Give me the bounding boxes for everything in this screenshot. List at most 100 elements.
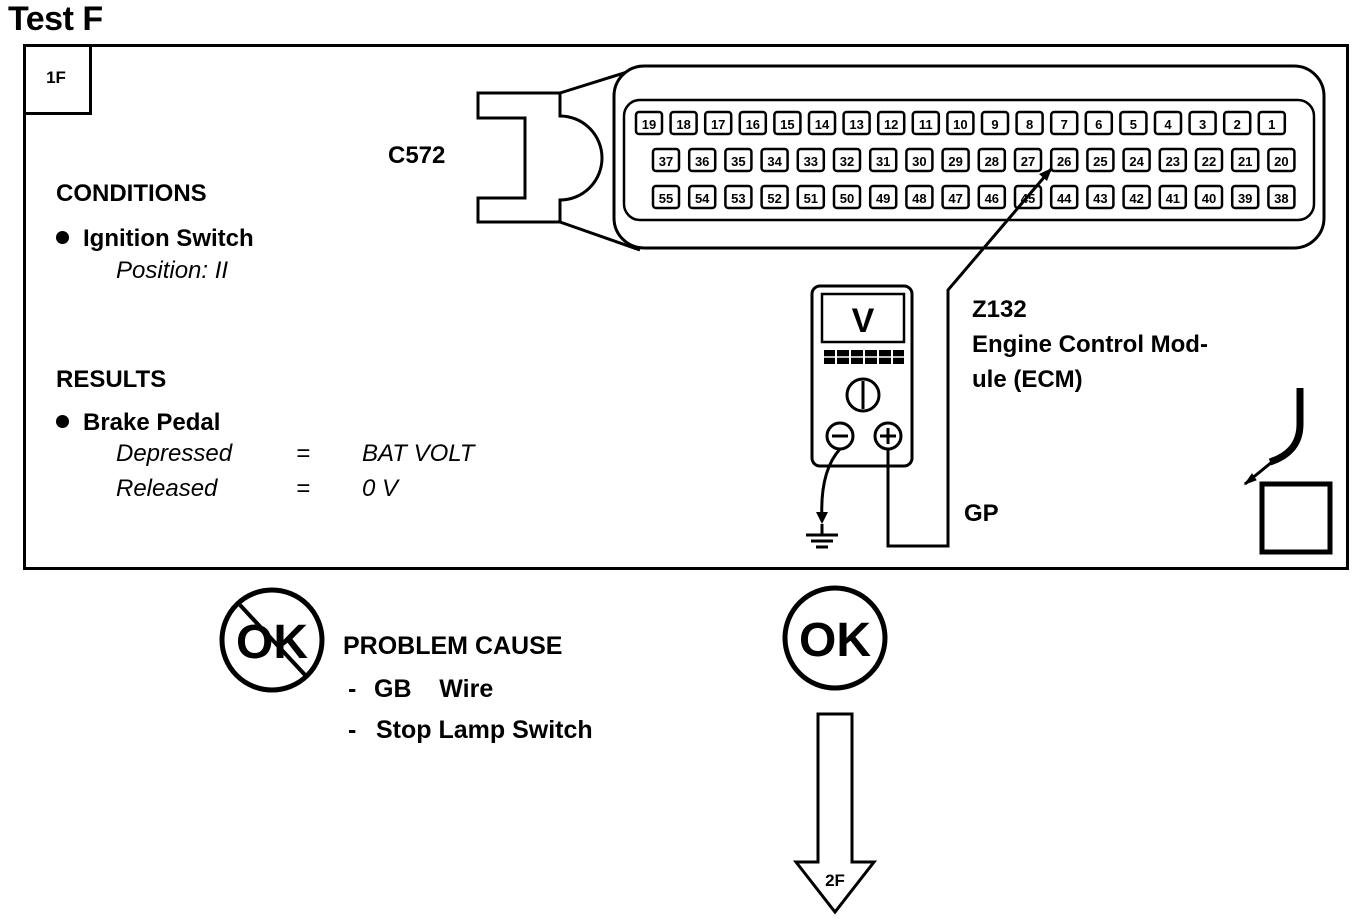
pin-54 xyxy=(687,184,717,210)
pin-23 xyxy=(1158,147,1188,173)
pin-label-49: 49 xyxy=(876,191,890,206)
pin-21 xyxy=(1230,147,1260,173)
pin-label-26: 26 xyxy=(1057,154,1071,169)
not-ok-icon: OK xyxy=(219,587,325,693)
module-name-line1: Engine Control Mod- xyxy=(972,331,1208,358)
pin-31 xyxy=(868,147,898,173)
pin-40 xyxy=(1194,184,1224,210)
pin-15 xyxy=(773,110,802,136)
pin-label-34: 34 xyxy=(767,154,782,169)
pin-17 xyxy=(703,110,733,136)
pin-11 xyxy=(911,110,941,136)
pin-2 xyxy=(1222,110,1252,136)
svg-text:2F: 2F xyxy=(825,871,845,890)
result-label-depressed: Depressed xyxy=(116,440,233,467)
pin-27 xyxy=(1013,147,1043,173)
pin-18 xyxy=(669,110,698,136)
pin-label-50: 50 xyxy=(840,191,854,206)
pin-label-46: 46 xyxy=(985,191,999,206)
result-value-released: 0 V xyxy=(362,475,399,502)
test-panel xyxy=(23,44,1349,570)
pin-32 xyxy=(832,147,862,173)
pin-12 xyxy=(876,110,906,136)
pin-label-15: 15 xyxy=(780,117,794,132)
pin-label-7: 7 xyxy=(1061,117,1068,132)
pin-label-33: 33 xyxy=(804,154,818,169)
result-label-released: Released xyxy=(116,475,218,502)
pin-7 xyxy=(1049,110,1079,136)
pin-label-6: 6 xyxy=(1095,117,1102,132)
pin-24 xyxy=(1122,147,1151,173)
wire-color-label: GP xyxy=(964,500,999,527)
problem-cause-heading: PROBLEM CAUSE xyxy=(343,632,563,660)
pin-label-38: 38 xyxy=(1274,191,1288,206)
pin-38 xyxy=(1267,184,1296,210)
pin-33 xyxy=(796,147,826,173)
pin-30 xyxy=(905,147,934,173)
pin-3 xyxy=(1188,110,1217,136)
results-heading: RESULTS xyxy=(56,366,167,393)
page-title: Test F xyxy=(8,0,103,38)
pin-6 xyxy=(1084,110,1114,136)
pin-9 xyxy=(980,110,1010,136)
pin-46 xyxy=(977,184,1007,210)
pin-label-27: 27 xyxy=(1021,154,1035,169)
pin-5 xyxy=(1119,110,1148,136)
pin-43 xyxy=(1086,184,1115,210)
pin-4 xyxy=(1153,110,1183,136)
conditions-detail: Position: II xyxy=(116,257,229,284)
pin-label-43: 43 xyxy=(1093,191,1107,206)
pin-55 xyxy=(651,184,681,210)
meter-display: V xyxy=(852,302,875,340)
pin-42 xyxy=(1122,184,1151,210)
pin-label-32: 32 xyxy=(840,154,854,169)
cause-dash-1: - xyxy=(348,675,357,703)
pin-44 xyxy=(1049,184,1079,210)
result-value-depressed: BAT VOLT xyxy=(362,440,475,467)
next-step-arrow: 2F xyxy=(792,712,878,915)
pin-label-54: 54 xyxy=(695,191,710,206)
pin-label-1: 1 xyxy=(1268,117,1275,132)
pin-label-53: 53 xyxy=(731,191,745,206)
pin-label-13: 13 xyxy=(849,117,863,132)
pin-label-19: 19 xyxy=(642,117,656,132)
test-leads xyxy=(806,167,1054,549)
pin-label-5: 5 xyxy=(1130,117,1137,132)
pin-label-10: 10 xyxy=(953,117,967,132)
pin-39 xyxy=(1230,184,1260,210)
pin-label-37: 37 xyxy=(659,154,673,169)
pin-19 xyxy=(634,110,664,136)
pin-49 xyxy=(868,184,898,210)
module-name-line2: ule (ECM) xyxy=(972,366,1083,393)
pin-14 xyxy=(807,110,837,136)
pin-37 xyxy=(651,147,681,173)
pin-8 xyxy=(1015,110,1044,136)
pin-label-35: 35 xyxy=(731,154,745,169)
pin-label-31: 31 xyxy=(876,154,890,169)
pin-16 xyxy=(738,110,768,136)
results-item: Brake Pedal xyxy=(56,409,220,437)
pin-22 xyxy=(1194,147,1224,173)
pin-28 xyxy=(977,147,1007,173)
conditions-heading: CONDITIONS xyxy=(56,180,207,207)
pin-label-40: 40 xyxy=(1202,191,1216,206)
pin-label-23: 23 xyxy=(1166,154,1180,169)
pin-52 xyxy=(760,184,789,210)
pin-51 xyxy=(796,184,826,210)
pin-29 xyxy=(941,147,970,173)
cause-item-2: Stop Lamp Switch xyxy=(376,716,593,744)
pin-label-14: 14 xyxy=(815,117,830,132)
result-eq-released: = xyxy=(296,475,311,502)
pin-label-4: 4 xyxy=(1164,117,1172,132)
pin-26 xyxy=(1049,147,1079,173)
pin-53 xyxy=(724,184,753,210)
cause-dash-2: - xyxy=(348,716,357,744)
pin-label-36: 36 xyxy=(695,154,709,169)
pin-label-20: 20 xyxy=(1274,154,1288,169)
step-label: 1F xyxy=(46,68,66,87)
pin-label-8: 8 xyxy=(1026,117,1033,132)
pin-label-30: 30 xyxy=(912,154,926,169)
pin-label-21: 21 xyxy=(1238,154,1252,169)
